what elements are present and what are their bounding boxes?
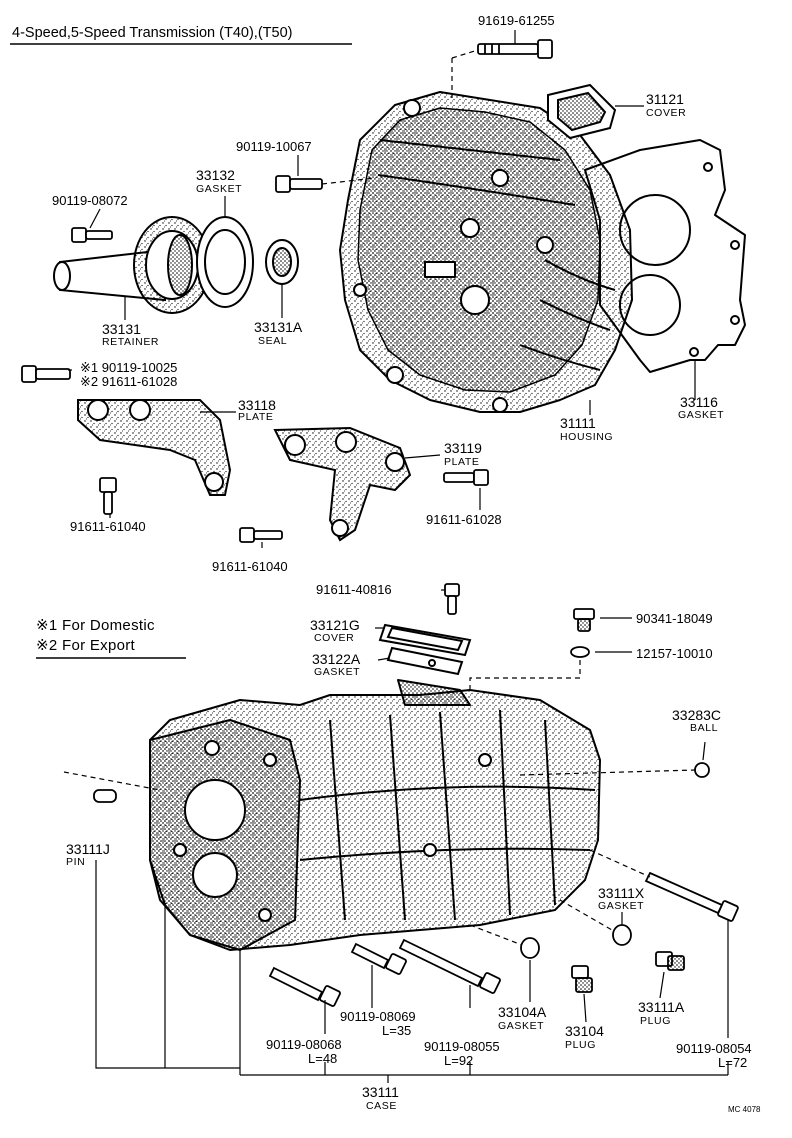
bolt-91611-61040b-drawing	[239, 527, 283, 543]
part-label-33111J: 33111J	[66, 841, 110, 857]
bolt-90119-10067-drawing	[275, 175, 323, 193]
transmission-case-drawing	[149, 679, 601, 951]
part-name-33119: PLATE	[444, 456, 480, 468]
cover-31121-drawing	[547, 83, 617, 140]
part-name-33131A: SEAL	[258, 335, 288, 347]
part-label-90119-10025: ※1 90119-10025	[80, 360, 178, 375]
bolt-91611-40816-drawing	[444, 583, 460, 615]
part-name-33132: GASKET	[196, 183, 243, 195]
part-name-33104A: GASKET	[498, 1020, 545, 1032]
part-length-90119-08068: L=48	[308, 1051, 338, 1066]
part-label-33104A: 33104A	[498, 1004, 547, 1020]
part-name-33111A: PLUG	[640, 1015, 671, 1027]
gasket-33132-drawing	[196, 216, 254, 308]
seal-33131A-drawing	[265, 239, 299, 285]
part-label-91611-61028-b: 91611-61028	[426, 512, 502, 527]
leader-lines	[68, 30, 729, 1083]
part-label-31111: 31111	[560, 415, 596, 431]
part-name-33131: RETAINER	[102, 336, 160, 348]
part-label-91619-61255: 91619-61255	[478, 13, 555, 28]
bolt-90119-08055-drawing	[398, 938, 501, 994]
part-label-33131: 33131	[102, 321, 141, 337]
clutch-housing-drawing	[339, 91, 746, 413]
note-domestic-mark: ※1	[36, 617, 58, 634]
plug-90341-18049-drawing	[573, 608, 595, 632]
bolt-91611-61028b-drawing	[443, 469, 489, 486]
part-name-33122A: GASKET	[314, 666, 361, 678]
part-name-31111: HOUSING	[560, 431, 614, 443]
note-domestic-text: For Domestic	[61, 617, 155, 634]
part-label-33104: 33104	[565, 1023, 604, 1039]
part-label-90341-18049: 90341-18049	[636, 611, 713, 626]
part-name-33121G: COVER	[314, 632, 355, 644]
note-export-mark: ※2	[36, 637, 58, 654]
part-name-33283C: BALL	[690, 722, 719, 734]
note-export-text: For Export	[61, 637, 136, 654]
plug-33104-drawing	[571, 965, 593, 993]
bolt-90119-08072-drawing	[71, 227, 113, 243]
plate-33119-drawing	[273, 426, 412, 542]
part-label-91611-61040-b: 91611-61040	[212, 559, 288, 574]
part-length-90119-08054: L=72	[718, 1055, 748, 1070]
part-label-33119: 33119	[444, 440, 482, 456]
part-label-90119-08055: 90119-08055	[424, 1039, 500, 1054]
part-name-33116: GASKET	[678, 409, 725, 421]
bolt-90119-10025-drawing	[21, 365, 71, 383]
washer-12157-10010-drawing	[570, 646, 590, 658]
part-label-91611-61040-a: 91611-61040	[70, 519, 146, 534]
plug-33111A-drawing	[655, 951, 685, 971]
part-label-33132: 33132	[196, 167, 235, 183]
part-length-90119-08055: L=92	[444, 1053, 474, 1068]
part-label-33111: 33111	[362, 1084, 399, 1100]
part-label-33131A: 33131A	[254, 319, 303, 335]
retainer-33131-drawing	[53, 216, 211, 314]
note-domestic: ※1 For Domestic	[36, 618, 155, 633]
gasket-33122A-drawing	[386, 646, 464, 676]
ball-33283C-drawing	[694, 762, 710, 778]
part-label-90119-08072: 90119-08072	[52, 193, 128, 208]
part-label-12157-10010: 12157-10010	[636, 646, 713, 661]
plate-33118-drawing	[77, 399, 232, 496]
note-export: ※2 For Export	[36, 638, 135, 653]
part-name-33111X: GASKET	[598, 900, 645, 912]
part-name-31121: COVER	[646, 107, 687, 119]
gasket-33111X-drawing	[612, 924, 632, 946]
part-label-90119-08054: 90119-08054	[676, 1041, 752, 1056]
part-label-90119-08068: 90119-08068	[266, 1037, 342, 1052]
part-label-91611-40816: 91611-40816	[316, 582, 392, 597]
part-label-31121: 31121	[646, 91, 684, 107]
part-name-33111: CASE	[366, 1100, 397, 1112]
gasket-33104A-drawing	[520, 937, 540, 959]
pin-33111J-drawing	[93, 789, 117, 803]
part-label-91611-61028-export: ※2 91611-61028	[80, 374, 178, 389]
part-label-33121G: 33121G	[310, 617, 360, 633]
part-length-90119-08069: L=35	[382, 1023, 412, 1038]
bolt-90119-08054-drawing	[644, 871, 739, 922]
bolt-91619-61255-drawing	[477, 39, 553, 59]
part-name-33118: PLATE	[238, 411, 274, 423]
diagram-title: 4-Speed,5-Speed Transmission (T40),(T50)	[12, 25, 293, 41]
part-label-33111A: 33111A	[638, 999, 685, 1015]
part-name-33111J: PIN	[66, 856, 86, 868]
part-label-33111X: 33111X	[598, 885, 645, 901]
part-label-33283C: 33283C	[672, 707, 722, 723]
bolt-91611-61040a-drawing	[99, 477, 117, 515]
bolt-90119-08069-drawing	[350, 942, 407, 975]
part-label-90119-10067: 90119-10067	[236, 139, 312, 154]
part-label-33122A: 33122A	[312, 651, 361, 667]
part-label-33118: 33118	[238, 397, 276, 413]
part-name-33104: PLUG	[565, 1039, 596, 1051]
bolt-90119-08068-drawing	[268, 966, 341, 1007]
part-label-33116: 33116	[680, 394, 718, 410]
reference-code: MC 4078	[728, 1105, 761, 1114]
cover-33121G-drawing	[378, 623, 472, 657]
part-label-90119-08069: 90119-08069	[340, 1009, 416, 1024]
